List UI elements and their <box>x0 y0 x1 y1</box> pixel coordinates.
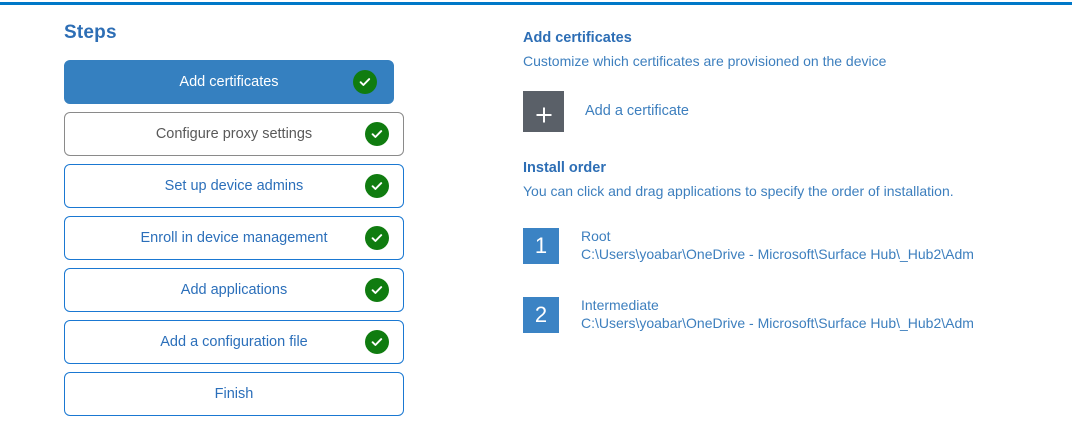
step-label: Finish <box>214 385 254 402</box>
step-item-add-certificates[interactable]: Add certificates <box>64 60 394 104</box>
add-certificates-heading: Add certificates <box>523 30 632 46</box>
install-item-text: Root C:\Users\yoabar\OneDrive - Microsof… <box>581 228 974 264</box>
step-label: Configure proxy settings <box>155 125 313 142</box>
install-item-name: Root <box>581 227 611 244</box>
install-item-path: C:\Users\yoabar\OneDrive - Microsoft\Sur… <box>581 314 974 331</box>
order-number-badge: 2 <box>523 296 559 333</box>
check-circle-icon <box>353 70 377 94</box>
step-item-add-a-configuration-file[interactable]: Add a configuration file <box>64 320 404 364</box>
detail-panel: Add certificates Customize which certifi… <box>523 30 1072 366</box>
install-order-list: 1 Root C:\Users\yoabar\OneDrive - Micros… <box>523 227 1072 333</box>
steps-title: Steps <box>64 22 117 43</box>
install-order-row[interactable]: 1 Root C:\Users\yoabar\OneDrive - Micros… <box>523 227 1072 264</box>
step-item-configure-proxy-settings[interactable]: Configure proxy settings <box>64 112 404 156</box>
check-circle-icon <box>365 226 389 250</box>
check-circle-icon <box>365 330 389 354</box>
step-label: Enroll in device management <box>140 229 328 246</box>
install-order-row[interactable]: 2 Intermediate C:\Users\yoabar\OneDrive … <box>523 296 1072 333</box>
check-circle-icon <box>365 278 389 302</box>
install-order-heading: Install order <box>523 159 606 176</box>
check-circle-icon <box>365 174 389 198</box>
install-order-block: Install order You can click and drag app… <box>523 160 1072 201</box>
install-order-subtext: You can click and drag applications to s… <box>523 182 954 199</box>
step-item-set-up-device-admins[interactable]: Set up device admins <box>64 164 404 208</box>
step-item-enroll-in-device-management[interactable]: Enroll in device management <box>64 216 404 260</box>
step-label: Add a configuration file <box>160 333 308 350</box>
install-item-text: Intermediate C:\Users\yoabar\OneDrive - … <box>581 297 974 333</box>
add-certificates-subtext: Customize which certificates are provisi… <box>523 53 887 69</box>
step-label: Add certificates <box>179 73 279 90</box>
install-item-path: C:\Users\yoabar\OneDrive - Microsoft\Sur… <box>581 245 974 262</box>
top-accent-rule <box>0 2 1072 5</box>
add-a-certificate-label: Add a certificate <box>585 103 689 120</box>
step-label: Add applications <box>180 281 288 298</box>
order-number-badge: 1 <box>523 227 559 264</box>
plus-icon <box>523 90 564 132</box>
step-label: Set up device admins <box>164 177 304 194</box>
add-a-certificate-button[interactable]: Add a certificate <box>523 90 689 132</box>
check-circle-icon <box>365 122 389 146</box>
steps-panel: Steps Add certificates Configure proxy s… <box>64 22 404 424</box>
step-item-finish[interactable]: Finish <box>64 372 404 416</box>
step-item-add-applications[interactable]: Add applications <box>64 268 404 312</box>
install-item-name: Intermediate <box>581 296 659 313</box>
